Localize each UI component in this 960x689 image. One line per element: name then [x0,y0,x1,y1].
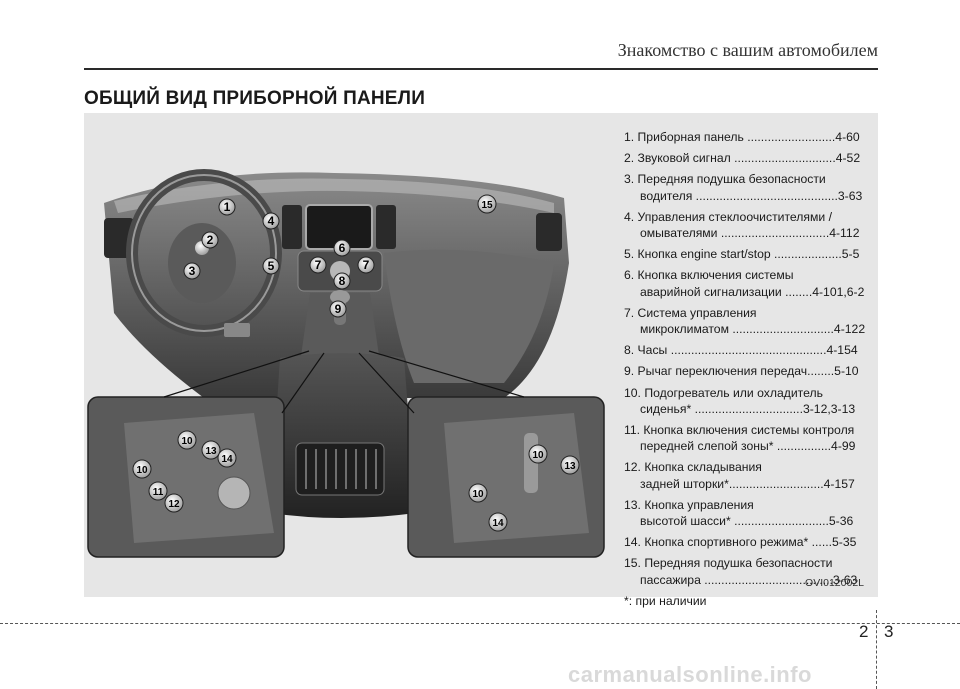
callout-12-left: 12 [164,493,184,513]
figure-panel: 1 2 3 4 5 6 7 7 8 9 15 10 13 14 10 11 12… [84,113,878,608]
page-separator [876,610,877,689]
legend-item-line1: 10. Подогреватель или охладитель [624,385,823,400]
legend-item-line1: 6. Кнопка включения системы [624,268,794,283]
svg-text:6: 6 [339,241,346,255]
legend-item-line2: водителя ...............................… [640,188,863,203]
svg-text:5: 5 [268,259,275,273]
svg-text:10: 10 [472,489,484,500]
legend-item: 7. Система управления микроклиматом .....… [624,305,872,337]
callout-10-right-b: 10 [468,483,488,503]
callout-8: 8 [333,272,351,290]
callout-5: 5 [262,257,280,275]
svg-text:14: 14 [221,454,233,465]
callout-9: 9 [329,300,347,318]
legend-item-line1: 8. Часы ................................… [624,343,858,358]
callout-11-left: 11 [148,481,168,501]
chapter-title: Знакомство с вашим автомобилем [617,40,878,60]
legend-item-line1: 11. Кнопка включения системы контроля [624,423,855,438]
legend-item-line1: 5. Кнопка engine start/stop ............… [624,247,860,262]
figure-code: OVI012002L [805,577,864,589]
callout-15: 15 [477,194,497,214]
legend-item: 4. Управления стеклоочистителями / омыват… [624,209,872,241]
dashboard-illustration: 1 2 3 4 5 6 7 7 8 9 15 10 13 14 10 11 12… [87,169,605,558]
callout-10-left-b: 10 [132,459,152,479]
legend-item-line2: микроклиматом ..........................… [640,322,866,337]
callout-1: 1 [218,198,236,216]
legend-item: 14. Кнопка спортивного режима* ......5-3… [624,534,872,550]
callout-10-left-a: 10 [177,430,197,450]
legend-item-line2: аварийной сигнализации ........4-101,6-2 [640,284,865,299]
legend-item-line1: 14. Кнопка спортивного режима* ......5-3… [624,535,857,550]
legend-item: 13. Кнопка управления высотой шасси* ....… [624,497,872,529]
callout-13-left: 13 [201,440,221,460]
callout-13-right: 13 [560,455,580,475]
header-rule [84,68,878,70]
callout-3: 3 [183,262,201,280]
svg-text:10: 10 [181,436,193,447]
legend-item: 8. Часы ................................… [624,342,872,358]
svg-text:14: 14 [492,518,504,529]
callout-6: 6 [333,239,351,257]
chapter-number: 2 [859,622,869,641]
legend-item-line1: 13. Кнопка управления [624,497,754,512]
legend-item: 5. Кнопка engine start/stop ............… [624,246,872,262]
legend-item: 1. Приборная панель ....................… [624,129,872,145]
section-title: ОБЩИЙ ВИД ПРИБОРНОЙ ПАНЕЛИ [84,88,426,109]
svg-text:13: 13 [205,446,217,457]
callout-7b: 7 [357,256,375,274]
legend-item-line2: сиденья* ...............................… [640,401,856,416]
svg-text:13: 13 [564,461,576,472]
svg-text:7: 7 [315,258,322,272]
legend-item-line1: 15. Передняя подушка безопасности [624,556,833,571]
legend-list: 1. Приборная панель ....................… [624,129,872,609]
legend-item-line2: передней слепой зоны* ................4-… [640,439,856,454]
legend-item: 9. Рычаг переключения передач........5-1… [624,363,872,379]
callout-14-right: 14 [488,512,508,532]
svg-text:7: 7 [363,258,370,272]
legend-item-line2: задней шторки*..........................… [640,476,855,491]
footer-rule [0,623,960,624]
svg-text:15: 15 [481,200,493,211]
svg-text:8: 8 [339,274,346,288]
svg-text:9: 9 [335,302,342,316]
legend-item-line1: 7. Система управления [624,305,757,320]
legend-item-line2: пассажира ..............................… [640,572,858,587]
legend-footnote: *: при наличии [624,593,707,608]
legend-item-line1: 12. Кнопка складывания [624,460,762,475]
svg-text:4: 4 [268,214,275,228]
legend-item-line1: 3. Передняя подушка безопасности [624,172,826,187]
svg-text:11: 11 [153,487,164,498]
legend-item-line2: высотой шасси* .........................… [640,514,854,529]
legend-item-line2: омывателями ............................… [640,226,860,241]
callout-14-left: 14 [217,448,237,468]
legend-item-line1: 1. Приборная панель ....................… [624,130,860,144]
svg-text:1: 1 [224,200,231,214]
watermark: carmanualsonline.info [568,662,812,687]
legend-item-line1: 4. Управления стеклоочистителями / [624,209,832,224]
callout-2: 2 [201,231,219,249]
svg-text:10: 10 [532,450,544,461]
callout-10-right-a: 10 [528,444,548,464]
svg-text:12: 12 [168,499,180,510]
svg-text:10: 10 [136,465,148,476]
svg-text:3: 3 [189,264,196,278]
legend-item-line1: 2. Звуковой сигнал .....................… [624,151,861,166]
callout-7a: 7 [309,256,327,274]
callout-4: 4 [262,212,280,230]
legend-item-line1: 9. Рычаг переключения передач........5-1… [624,364,859,379]
legend-item: 2. Звуковой сигнал .....................… [624,150,872,166]
svg-text:2: 2 [207,233,214,247]
page-number: 3 [884,622,894,641]
